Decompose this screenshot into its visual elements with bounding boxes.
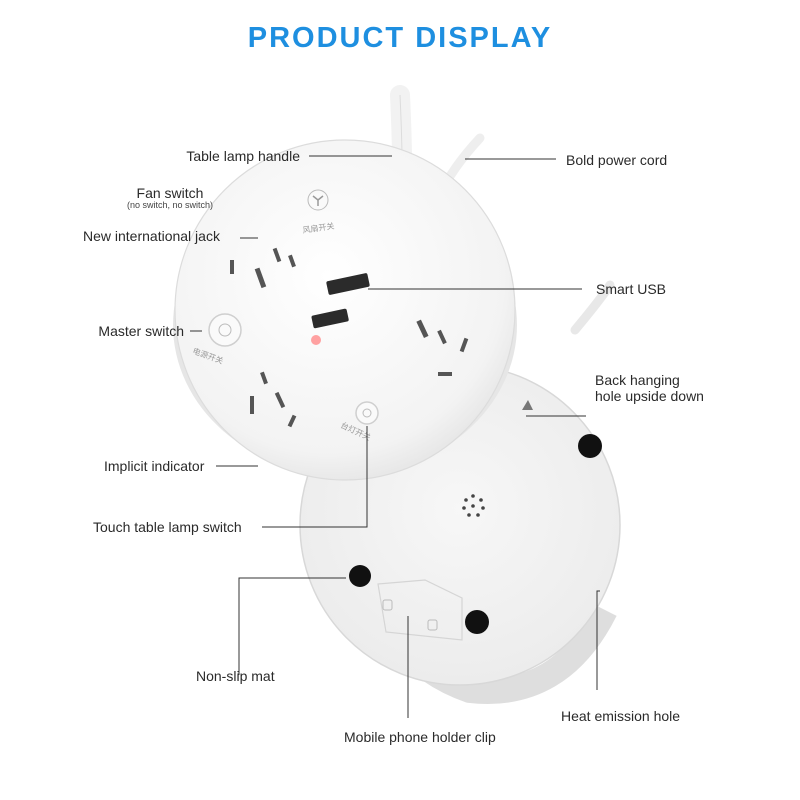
non-slip-pad bbox=[578, 434, 602, 458]
label-implicit-indicator: Implicit indicator bbox=[104, 458, 205, 474]
rear-power-cord bbox=[570, 280, 615, 335]
label-non-slip-mat: Non-slip mat bbox=[196, 668, 275, 684]
label-mobile-phone-holder-clip: Mobile phone holder clip bbox=[344, 729, 496, 745]
label-master-switch: Master switch bbox=[98, 323, 184, 339]
lamp-switch-button bbox=[355, 401, 379, 425]
label-back-hanging-hole-line2: hole upside down bbox=[595, 388, 704, 404]
outlet-bottom bbox=[250, 371, 297, 428]
outlet-right bbox=[416, 319, 469, 376]
non-slip-pad bbox=[465, 610, 489, 634]
phone-holder-clip bbox=[427, 619, 438, 631]
indicator-light bbox=[311, 335, 321, 345]
phone-holder-clip bbox=[382, 599, 393, 611]
leader-lines bbox=[190, 155, 600, 718]
heat-vent bbox=[462, 494, 485, 517]
label-bold-power-cord: Bold power cord bbox=[566, 152, 668, 168]
label-fan-switch-note: (no switch, no switch) bbox=[126, 200, 214, 210]
page-title: PRODUCT DISPLAY bbox=[247, 22, 553, 54]
master-switch-button bbox=[208, 313, 242, 347]
usb-port-2 bbox=[311, 308, 349, 329]
label-back-hanging-hole-line1: Back hanging bbox=[595, 372, 680, 388]
phone-holder-recess bbox=[377, 579, 463, 641]
hanging-hole bbox=[522, 400, 533, 410]
usb-port-1 bbox=[326, 273, 370, 295]
outlet-left bbox=[230, 247, 296, 289]
top-view-unit: 风扇开关 电源开关 台灯开 bbox=[173, 139, 517, 481]
label-touch-table-lamp-switch: Touch table lamp switch bbox=[93, 519, 242, 535]
label-new-international-jack: New international jack bbox=[83, 228, 220, 244]
label-fan-switch: Fan switch bbox=[136, 185, 204, 201]
fan-switch-icon bbox=[307, 189, 329, 211]
fan-switch-print: 风扇开关 bbox=[302, 221, 335, 235]
label-smart-usb: Smart USB bbox=[596, 281, 667, 297]
non-slip-pad bbox=[349, 565, 371, 587]
label-table-lamp-handle: Table lamp handle bbox=[186, 148, 300, 164]
label-heat-emission-hole: Heat emission hole bbox=[561, 708, 681, 724]
